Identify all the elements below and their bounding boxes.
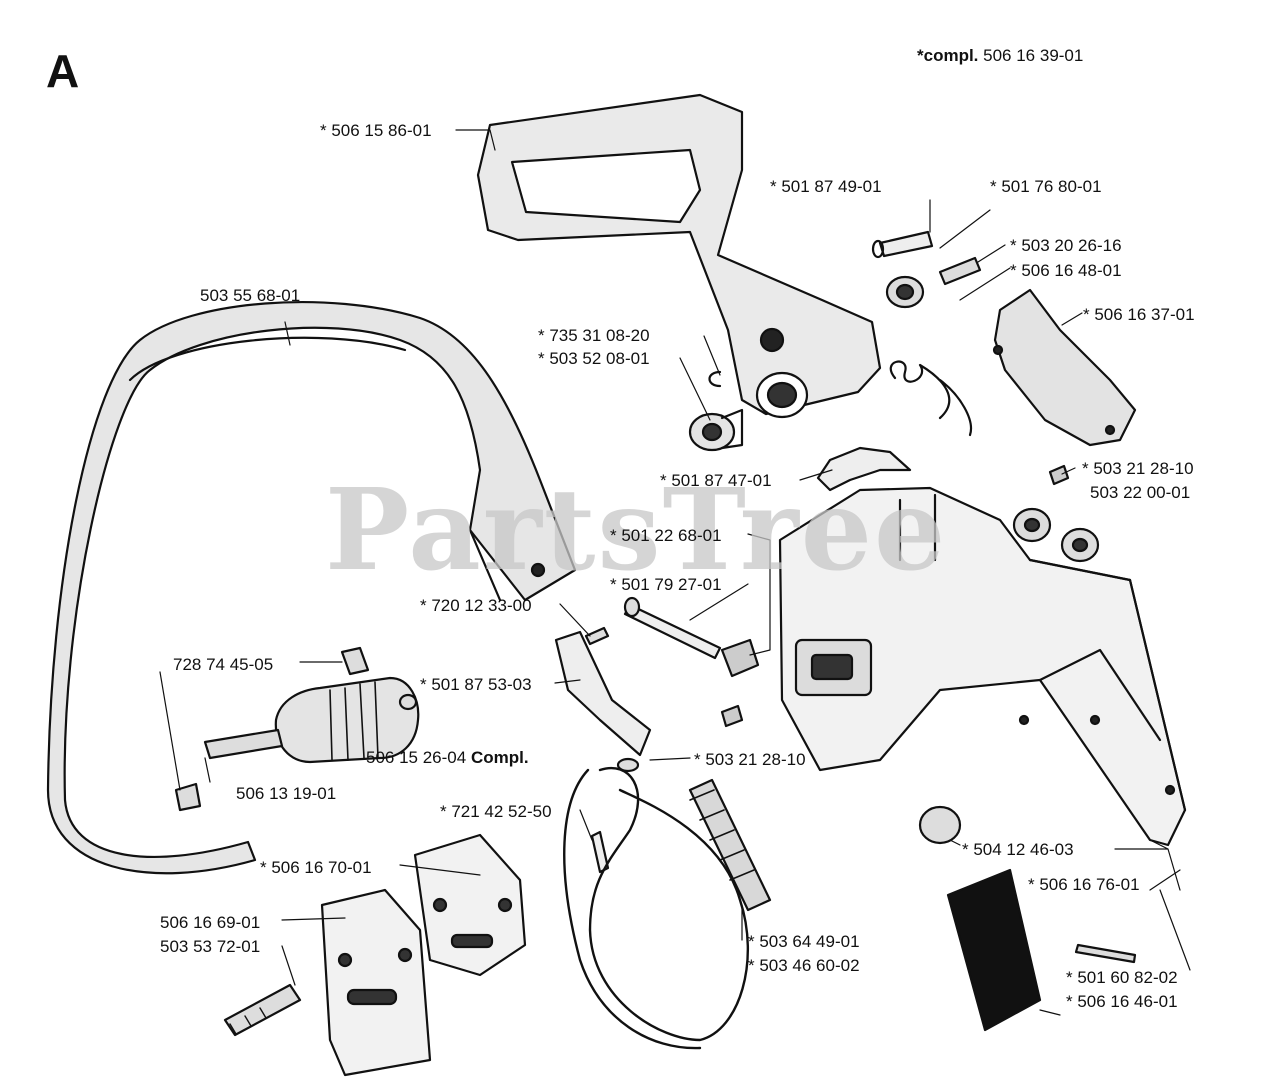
compl-suffix: Compl. <box>470 748 529 767</box>
section-letter: A <box>46 45 80 97</box>
screw-503-21-28-10-b <box>720 704 744 728</box>
part-label[interactable]: * 506 15 86-01 <box>320 121 432 140</box>
bar-bolt-501-79-27-01 <box>623 596 722 660</box>
compl-prefix: *compl. <box>917 46 979 65</box>
part-label[interactable]: * 735 31 08-20 <box>538 326 650 345</box>
part-label[interactable]: * 501 87 47-01 <box>660 471 772 490</box>
part-label[interactable]: * 503 20 26-16 <box>1010 236 1122 255</box>
brake-band-503-46-60-02 <box>563 767 750 1050</box>
rear-handle-part <box>476 93 882 419</box>
plate-506-16-69-01 <box>320 888 432 1077</box>
part-label[interactable]: * 503 64 49-01 <box>748 932 860 951</box>
part-label[interactable]: * 503 52 08-01 <box>538 349 650 368</box>
bushing-501-76-80-01 <box>885 275 925 309</box>
bolt-501-87-49-01 <box>871 230 934 259</box>
part-label[interactable]: * 501 60 82-02 <box>1066 968 1178 987</box>
rivet-501-60-82-02 <box>1074 943 1137 964</box>
screw-503-21-28-10-a <box>1048 464 1070 486</box>
cap-504-12-46-03 <box>918 805 962 845</box>
screw-506-13-19-01 <box>203 728 284 760</box>
spring-506-16-48-01 <box>889 360 973 437</box>
part-label[interactable]: 503 22 00-01 <box>1090 483 1191 502</box>
adjuster-501-87-53-03 <box>554 630 652 773</box>
circlip-735-31-08-20 <box>708 370 722 388</box>
part-label[interactable]: * 506 16 37-01 <box>1083 305 1195 324</box>
part-label[interactable]: 728 74 45-05 <box>173 655 274 674</box>
spring-503-64-49-01 <box>688 778 772 912</box>
part-label[interactable]: 503 53 72-01 <box>160 937 261 956</box>
part-label[interactable]: * 504 12 46-03 <box>962 840 1074 859</box>
nut-503-22-00-01 <box>1012 507 1100 563</box>
screw-503-20-26-16 <box>938 256 982 286</box>
stud-503-53-72-01 <box>223 983 302 1037</box>
part-label[interactable]: * 501 22 68-01 <box>610 526 722 545</box>
buffer-503-52-08-01 <box>688 408 744 452</box>
part-label[interactable]: * 503 46 60-02 <box>748 956 860 975</box>
part-label[interactable]: * 720 12 33-00 <box>420 596 532 615</box>
part-label[interactable]: * 501 87 49-01 <box>770 177 882 196</box>
cap-728-74-45-05-b <box>174 782 202 812</box>
nut-501-22-68-01 <box>720 638 760 678</box>
part-label[interactable]: 506 16 69-01 <box>160 913 261 932</box>
air-filter-506-15-26-04 <box>274 676 420 764</box>
part-number: 506 15 26-04 <box>366 748 467 767</box>
compl-number: 506 16 39-01 <box>983 46 1084 65</box>
part-label[interactable]: * 501 87 53-03 <box>420 675 532 694</box>
pad-506-16-46-01 <box>946 868 1042 1032</box>
pin-720-12-33-00 <box>584 626 610 646</box>
part-label[interactable]: * 506 16 46-01 <box>1066 992 1178 1011</box>
part-label[interactable]: * 501 76 80-01 <box>990 177 1102 196</box>
part-label[interactable]: * 501 79 27-01 <box>610 575 722 594</box>
leader-lines <box>159 129 1191 1016</box>
part-label[interactable]: * 506 16 76-01 <box>1028 875 1140 894</box>
crankcase-part <box>778 486 1187 847</box>
compl-header-note: *compl. 506 16 39-01 <box>917 46 1083 66</box>
part-label[interactable]: * 506 16 48-01 <box>1010 261 1122 280</box>
part-label[interactable]: * 503 21 28-10 <box>694 750 806 769</box>
part-label[interactable]: * 506 16 70-01 <box>260 858 372 877</box>
part-label[interactable]: 506 15 26-04 Compl. <box>366 749 529 766</box>
front-handle-bar-part <box>46 301 577 875</box>
watermark-text: PartsTree <box>325 465 948 596</box>
part-label[interactable]: 503 55 68-01 <box>200 286 301 305</box>
part-label[interactable]: * 721 42 52-50 <box>440 802 552 821</box>
pin-721-42-52-50 <box>590 830 610 874</box>
part-label[interactable]: 506 13 19-01 <box>236 784 337 803</box>
spring-clip-501-87-47-01 <box>816 446 912 492</box>
part-label[interactable]: * 503 21 28-10 <box>1082 459 1194 478</box>
cap-728-74-45-05 <box>340 646 370 676</box>
chain-guard-part <box>992 288 1137 447</box>
plate-506-16-70-01 <box>413 833 527 977</box>
